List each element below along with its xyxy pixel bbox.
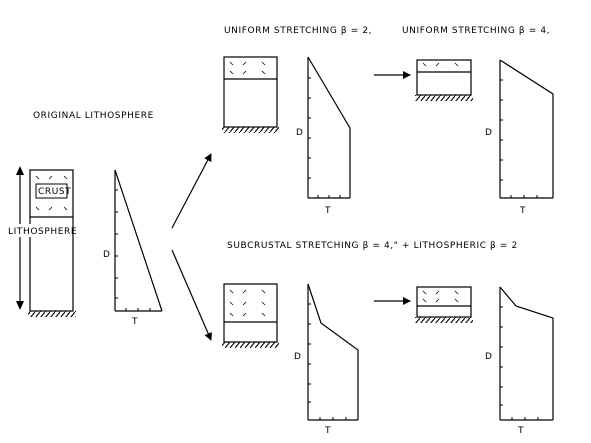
subcrustal-geotherm: D T — [294, 284, 358, 436]
uniform-beta4-title: UNIFORM STRETCHING β = 4, — [402, 26, 550, 36]
geotherm-curve — [308, 57, 350, 198]
thickness-arrow-up — [16, 166, 24, 175]
base-hatch — [222, 342, 279, 348]
lithospheric-geotherm: D T — [485, 287, 553, 436]
branch-arrow-lower — [172, 250, 211, 340]
subcrustal-column — [222, 284, 279, 348]
original-lithosphere-title: ORIGINAL LITHOSPHERE — [33, 111, 154, 121]
lithosphere-label: LITHOSPHERE — [8, 227, 77, 237]
axis-ticks — [308, 304, 346, 420]
uniform-beta2-title: UNIFORM STRETCHING β = 2, — [224, 26, 372, 36]
uniform-beta4-geotherm: D T — [485, 60, 553, 216]
uniform-beta2-column — [222, 57, 279, 133]
base-hatch — [415, 95, 473, 101]
base-hatch — [415, 317, 473, 323]
depth-label: D — [103, 250, 110, 260]
geotherm-curve — [500, 60, 553, 198]
crust-texture — [230, 290, 265, 316]
column-outline — [417, 287, 471, 317]
temperature-label: T — [517, 426, 524, 436]
branch-arrow-upper — [172, 154, 211, 228]
crust-label: CRUST — [38, 187, 71, 197]
depth-label: D — [294, 352, 301, 362]
crust-texture — [423, 291, 458, 302]
lithospheric-column — [415, 287, 473, 323]
base-hatch — [222, 127, 279, 133]
geotherm-curve — [308, 284, 358, 420]
temperature-label: T — [131, 317, 138, 327]
subcrustal-stretching-title: SUBCRUSTAL STRETCHING β = 4," + LITHOSPH… — [227, 241, 518, 251]
depth-label: D — [485, 128, 492, 138]
thickness-arrow-down — [16, 301, 24, 310]
axis-ticks — [115, 190, 150, 311]
original-column: CRUST LITHOSPHERE — [6, 166, 77, 317]
uniform-beta4-column — [415, 60, 473, 101]
geotherm-curve — [115, 170, 162, 311]
axis-ticks — [500, 307, 538, 420]
temperature-label: T — [519, 206, 526, 216]
temperature-label: T — [324, 426, 331, 436]
base-hatch — [28, 311, 76, 317]
depth-label: D — [485, 352, 492, 362]
original-geotherm: D T — [103, 170, 162, 327]
crust-texture — [230, 62, 265, 74]
depth-label: D — [296, 128, 303, 138]
axis-ticks — [308, 78, 340, 198]
uniform-beta2-geotherm: D T — [296, 57, 350, 216]
temperature-label: T — [324, 206, 331, 216]
geotherm-curve — [500, 287, 553, 420]
crust-texture — [423, 63, 458, 66]
column-outline — [224, 57, 277, 127]
axis-ticks — [500, 80, 537, 198]
column-outline — [224, 284, 277, 342]
